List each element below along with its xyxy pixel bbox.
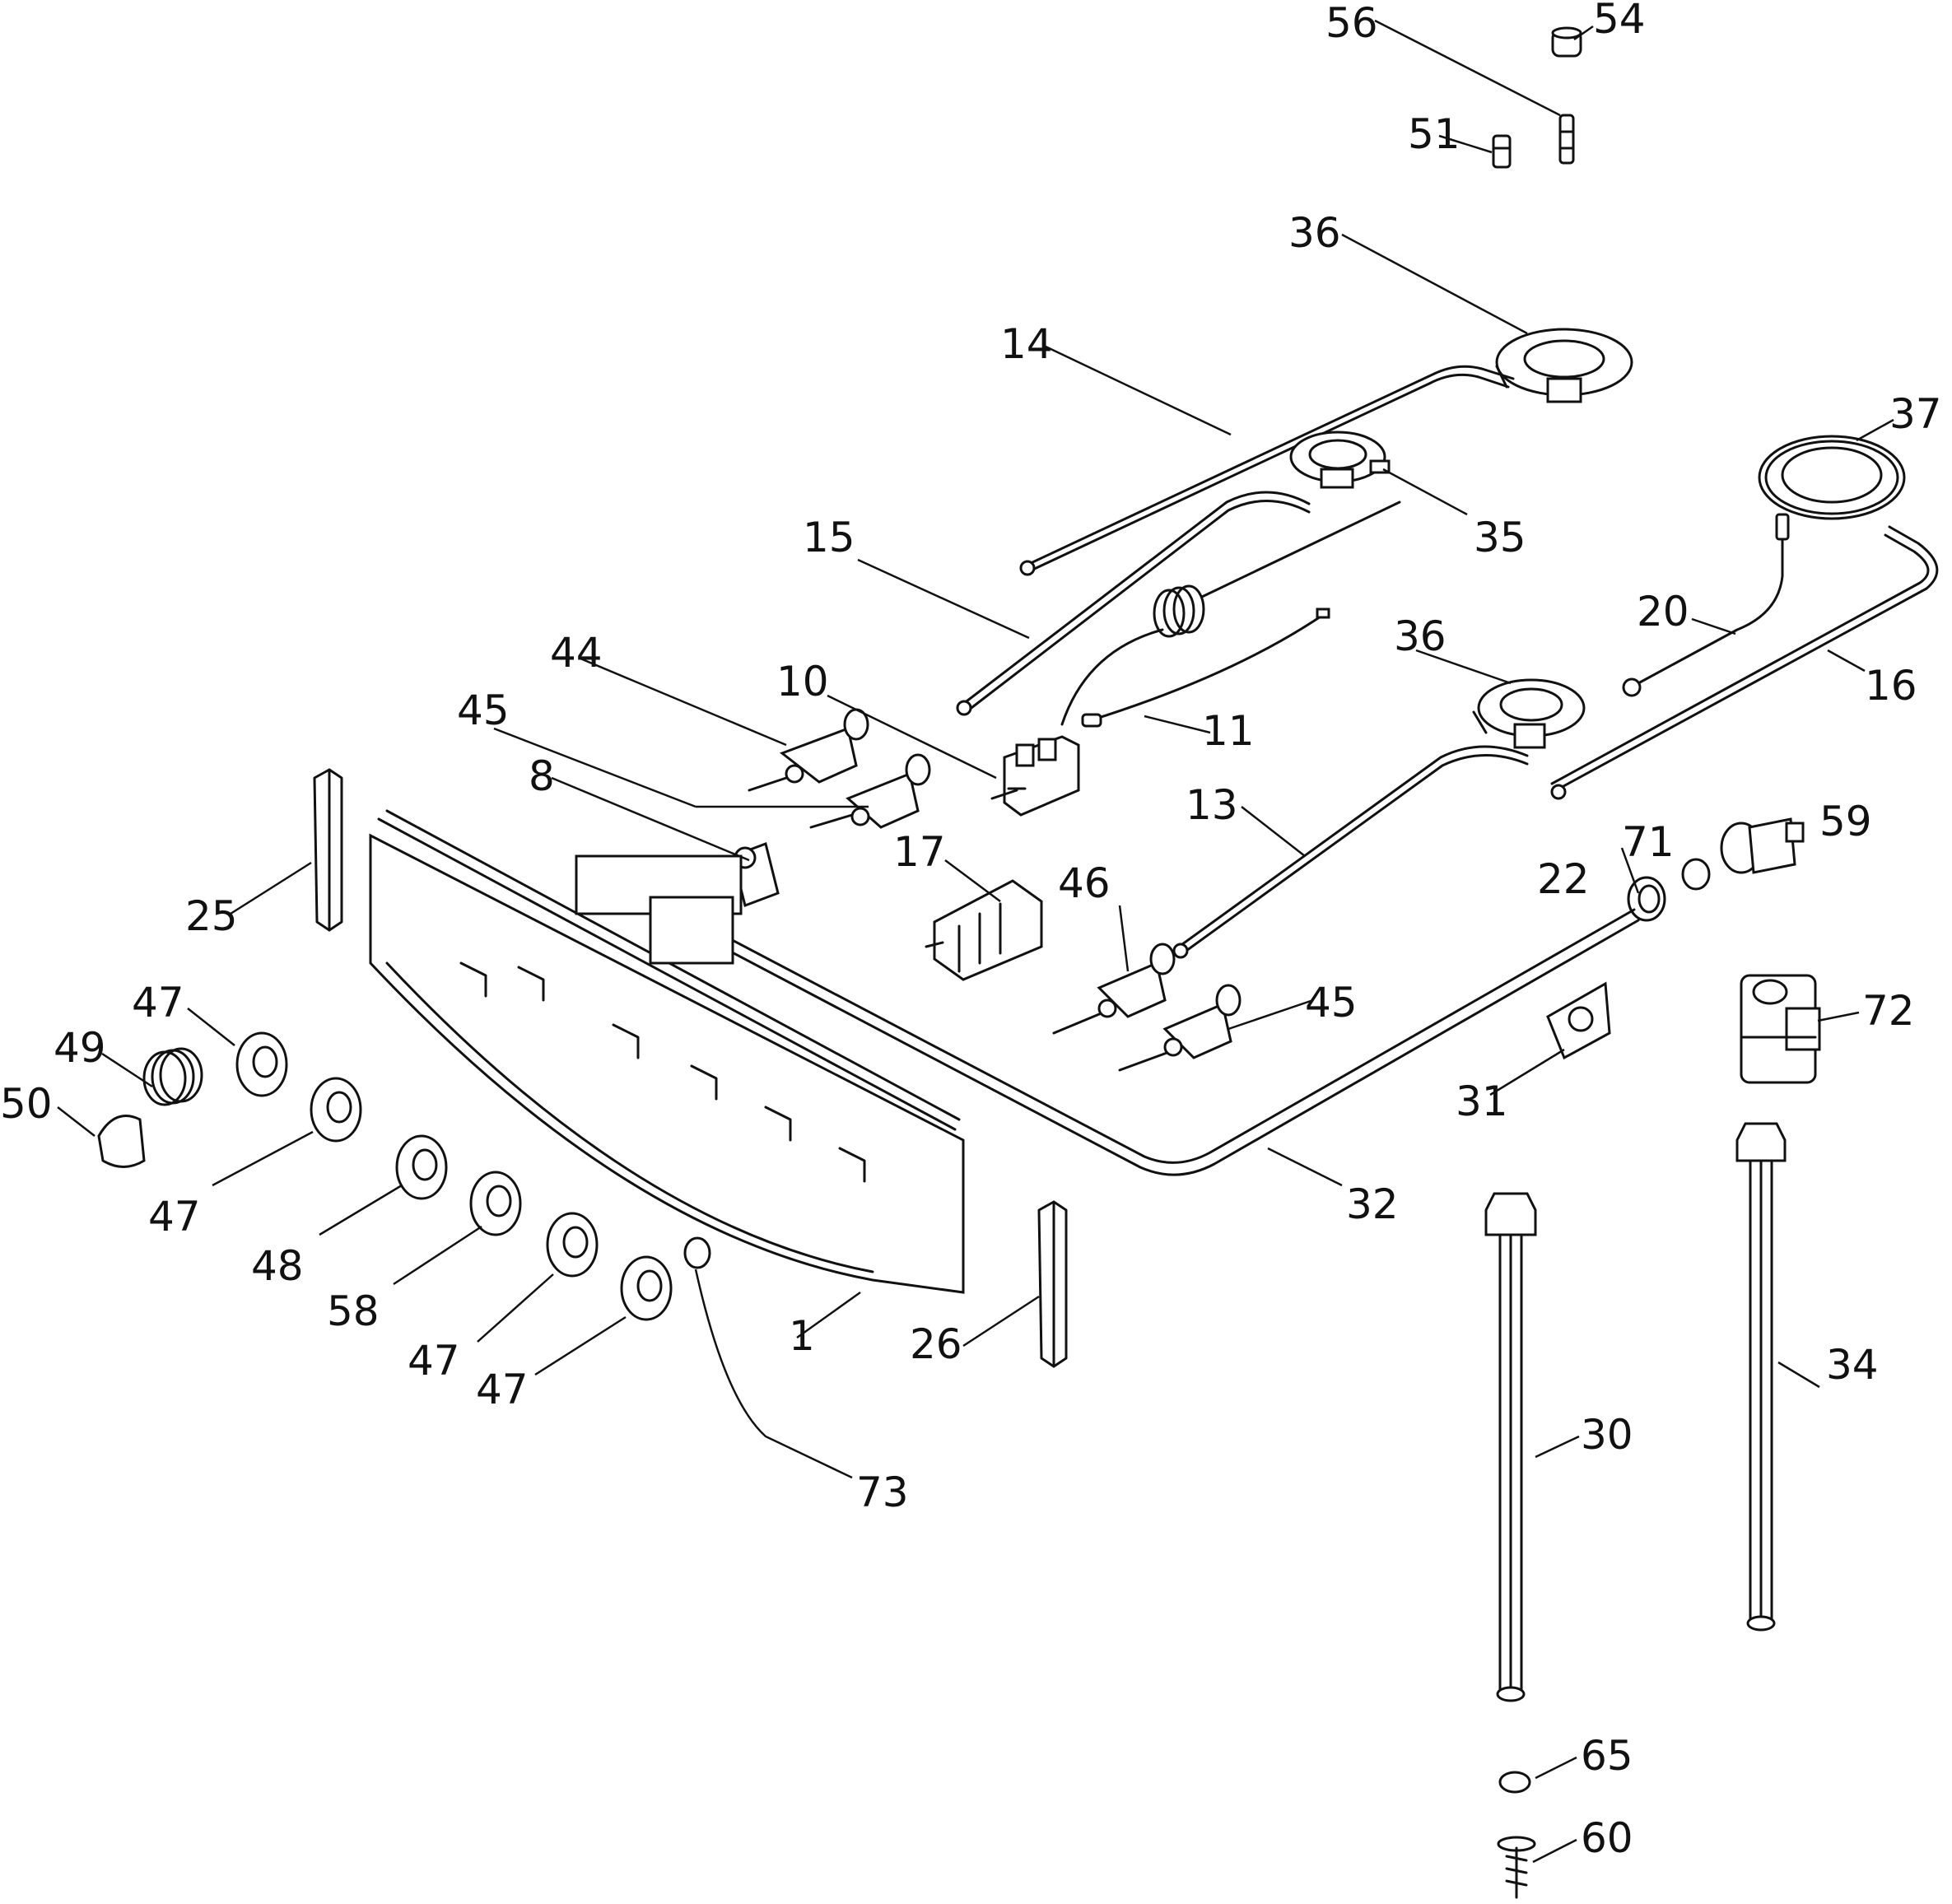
leader-lines xyxy=(57,19,1894,1864)
part-46-valve xyxy=(1052,943,1176,1035)
part-15-tube xyxy=(962,491,1311,705)
part-72-regulator xyxy=(1740,974,1821,1084)
part-50-knob xyxy=(97,1115,146,1168)
part-48-bezel xyxy=(395,1134,448,1200)
label-47-a: 47 xyxy=(132,979,184,1026)
label-35: 35 xyxy=(1474,514,1526,561)
part-60-screw xyxy=(1497,1836,1536,1899)
part-49-spring xyxy=(142,1047,203,1106)
label-34: 34 xyxy=(1826,1341,1879,1389)
label-47-d: 47 xyxy=(476,1366,529,1413)
part-56-injector xyxy=(1558,114,1575,165)
label-71: 71 xyxy=(1622,818,1675,866)
part-32-gas-rail xyxy=(657,900,1636,1164)
part-36-burner-upper xyxy=(1495,328,1633,403)
part-65-washer xyxy=(1498,1771,1531,1794)
label-31: 31 xyxy=(1456,1078,1508,1125)
label-22: 22 xyxy=(1537,855,1590,903)
label-45-upper: 45 xyxy=(457,687,510,734)
part-59-elbow xyxy=(1720,817,1805,874)
label-46: 46 xyxy=(1058,859,1111,907)
part-37-burner xyxy=(1758,435,1906,520)
label-65: 65 xyxy=(1581,1732,1633,1780)
part-13-tube xyxy=(1177,745,1529,948)
label-17: 17 xyxy=(893,828,946,876)
label-32: 32 xyxy=(1346,1180,1399,1228)
label-45-lower: 45 xyxy=(1305,979,1358,1026)
part-16-tube xyxy=(1554,525,1939,792)
label-54: 54 xyxy=(1593,0,1646,43)
label-44: 44 xyxy=(550,629,603,677)
part-11-wire xyxy=(1060,500,1401,728)
label-56: 56 xyxy=(1325,0,1378,47)
label-58: 58 xyxy=(327,1287,380,1335)
label-25: 25 xyxy=(185,892,238,940)
part-34-pipe xyxy=(1735,1122,1787,1632)
part-1-control-panel xyxy=(369,809,965,1294)
label-15: 15 xyxy=(803,514,855,561)
label-10: 10 xyxy=(776,658,829,705)
label-47-c: 47 xyxy=(408,1337,460,1385)
label-37: 37 xyxy=(1889,390,1942,438)
part-44-valve xyxy=(748,708,869,792)
label-20: 20 xyxy=(1637,588,1689,635)
part-14-tube xyxy=(1027,365,1515,566)
part-labels: 56 54 51 36 14 37 35 15 20 36 44 16 10 4… xyxy=(0,0,1942,1862)
part-36-burner-lower xyxy=(1472,678,1586,749)
label-14: 14 xyxy=(1000,320,1053,368)
label-16: 16 xyxy=(1865,662,1917,710)
part-47-bezel-a xyxy=(235,1031,288,1097)
label-47-b: 47 xyxy=(148,1193,201,1241)
label-36-upper: 36 xyxy=(1288,209,1341,257)
part-47-bezel-d xyxy=(620,1255,673,1321)
panel-slots xyxy=(459,961,866,1183)
label-13: 13 xyxy=(1186,781,1238,829)
part-54-cap xyxy=(1551,26,1582,58)
label-30: 30 xyxy=(1581,1411,1633,1459)
part-31-bracket xyxy=(1546,981,1611,1060)
part-45-valve-lower xyxy=(1118,984,1242,1072)
part-30-pipe xyxy=(1484,1192,1537,1702)
part-17-selector xyxy=(925,879,1043,981)
part-47-bezel-b xyxy=(310,1077,362,1143)
label-59: 59 xyxy=(1819,798,1872,845)
part-45-valve-upper xyxy=(809,753,931,829)
part-58-bezel xyxy=(469,1171,522,1236)
part-10-switch xyxy=(990,735,1080,817)
part-73-button xyxy=(683,1236,711,1269)
part-20-thermocouple xyxy=(1637,517,1784,685)
label-49: 49 xyxy=(54,1024,106,1072)
label-26: 26 xyxy=(910,1320,962,1368)
part-47-bezel-c xyxy=(546,1212,599,1278)
label-48: 48 xyxy=(251,1242,304,1290)
label-8: 8 xyxy=(529,752,555,800)
label-11: 11 xyxy=(1202,707,1255,755)
label-60: 60 xyxy=(1581,1814,1633,1862)
part-71-washer xyxy=(1681,858,1711,891)
label-36-lower: 36 xyxy=(1394,612,1447,660)
label-50: 50 xyxy=(0,1080,53,1128)
part-35-burner xyxy=(1289,431,1391,489)
label-73: 73 xyxy=(856,1469,909,1516)
label-72: 72 xyxy=(1862,987,1915,1035)
label-1: 1 xyxy=(789,1312,815,1360)
part-25-bracket xyxy=(313,768,343,932)
label-51: 51 xyxy=(1408,110,1461,158)
part-51-nut xyxy=(1492,134,1512,169)
part-26-bracket xyxy=(1037,1200,1068,1368)
